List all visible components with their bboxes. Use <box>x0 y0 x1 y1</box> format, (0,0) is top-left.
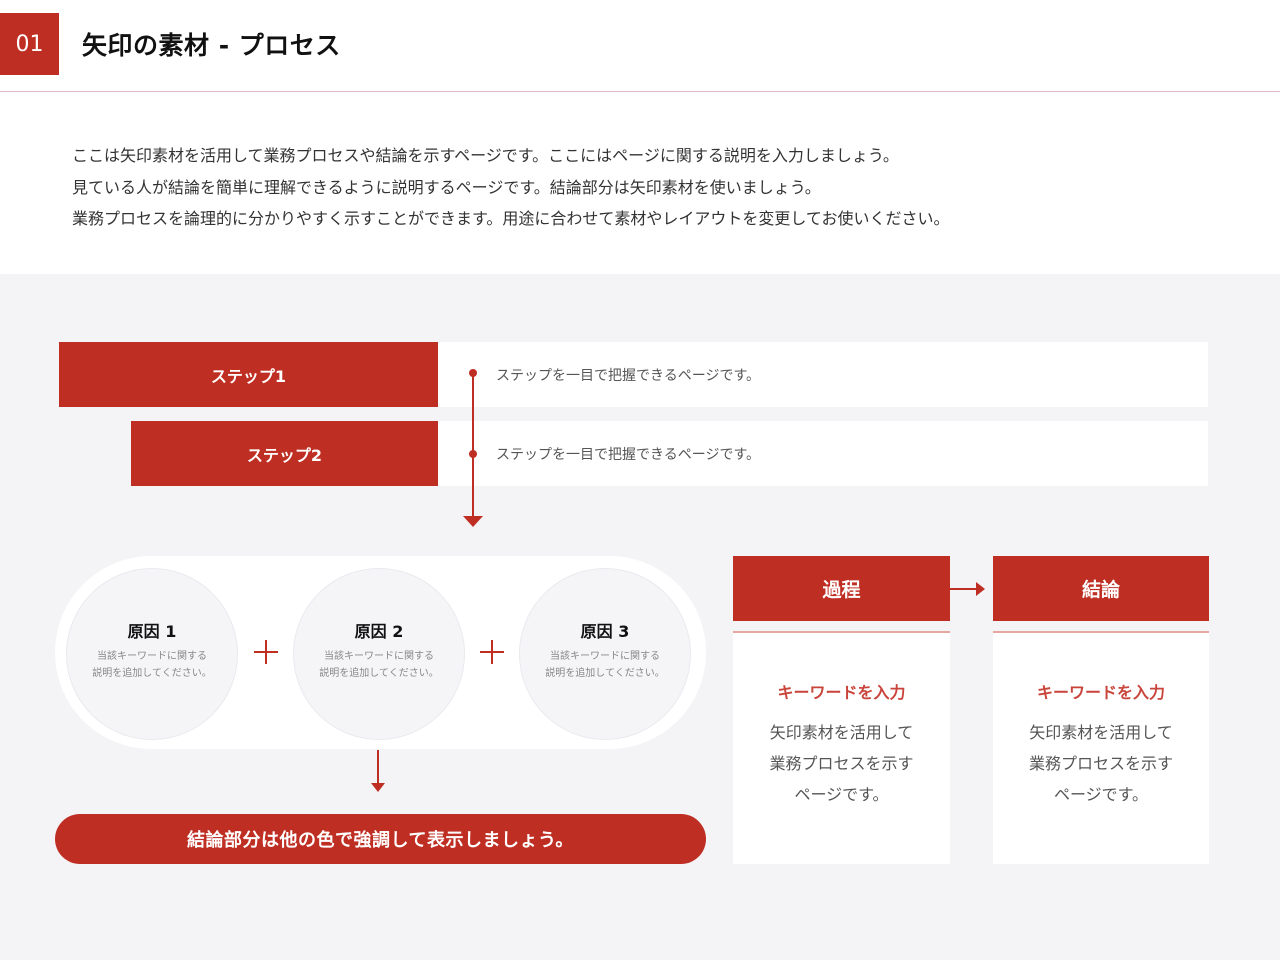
phase-conclusion-keyword: キーワードを入力 <box>1036 683 1165 702</box>
phase-process-heading: 過程 <box>733 556 950 621</box>
cause-desc-line: 説明を追加してください。 <box>319 668 439 679</box>
phase-conclusion-card: キーワードを入力 矢印素材を活用して 業務プロセスを示す ページです。 <box>993 633 1209 864</box>
phase-divider <box>733 631 950 633</box>
intro-line-3: 業務プロセスを論理的に分かりやすく示すことができます。用途に合わせて素材やレイア… <box>72 209 950 228</box>
arrow-down-icon <box>371 783 385 792</box>
step-2-label: ステップ2 <box>131 421 438 486</box>
intro-text: ここは矢印素材を活用して業務プロセスや結論を示すページです。ここにはページに関す… <box>72 140 949 235</box>
section-number-badge: 01 <box>0 13 59 75</box>
cause-desc-line: 説明を追加してください。 <box>92 668 212 679</box>
cause-1-title: 原因 1 <box>127 622 177 641</box>
timeline-dot-icon <box>469 369 477 377</box>
step-1-label: ステップ1 <box>59 342 438 407</box>
conclusion-banner: 結論部分は他の色で強調して表示しましょう。 <box>55 814 706 864</box>
arrow-down-icon <box>463 516 483 527</box>
phase-divider <box>993 631 1209 633</box>
phase-text-line: 矢印素材を活用して <box>1029 723 1173 742</box>
phase-process-card: キーワードを入力 矢印素材を活用して 業務プロセスを示す ページです。 <box>733 633 950 864</box>
plus-icon <box>254 640 278 664</box>
cause-1-desc: 当該キーワードに関する 説明を追加してください。 <box>92 648 211 682</box>
phase-process-text: 矢印素材を活用して 業務プロセスを示す ページです。 <box>769 717 913 810</box>
step-1-description: ステップを一目で把握できるページです。 <box>438 342 1208 407</box>
header-area: 01 矢印の素材 - プロセス ここは矢印素材を活用して業務プロセスや結論を示す… <box>0 0 1280 274</box>
phase-conclusion-text: 矢印素材を活用して 業務プロセスを示す ページです。 <box>1029 717 1173 810</box>
cause-3-title: 原因 3 <box>580 622 630 641</box>
phase-text-line: 矢印素材を活用して <box>769 723 914 742</box>
phase-text-line: ページです。 <box>794 785 889 804</box>
step-2-description: ステップを一目で把握できるページです。 <box>438 421 1208 486</box>
phase-arrow-line <box>950 588 980 590</box>
cause-2-circle: 原因 2 当該キーワードに関する 説明を追加してください。 <box>293 568 465 740</box>
cause-3-desc: 当該キーワードに関する 説明を追加してください。 <box>545 648 664 682</box>
cause-2-desc: 当該キーワードに関する 説明を追加してください。 <box>319 648 438 682</box>
page-title: 矢印の素材 - プロセス <box>82 31 341 60</box>
timeline-connector <box>472 373 474 518</box>
phase-text-line: ページです。 <box>1053 785 1149 804</box>
cause-3-circle: 原因 3 当該キーワードに関する 説明を追加してください。 <box>519 568 691 740</box>
header-divider <box>0 91 1280 92</box>
phase-conclusion-heading: 結論 <box>993 556 1209 621</box>
plus-icon <box>480 640 504 664</box>
timeline-dot-icon <box>469 450 477 458</box>
cause-1-circle: 原因 1 当該キーワードに関する 説明を追加してください。 <box>66 568 238 740</box>
arrow-right-icon <box>976 582 985 596</box>
cause-desc-line: 当該キーワードに関する <box>324 651 434 662</box>
conclusion-arrow-line <box>377 750 379 783</box>
phase-process-keyword: キーワードを入力 <box>777 683 906 702</box>
cause-desc-line: 当該キーワードに関する <box>550 651 660 662</box>
phase-text-line: 業務プロセスを示す <box>1028 754 1173 773</box>
cause-desc-line: 説明を追加してください。 <box>545 668 665 679</box>
cause-2-title: 原因 2 <box>354 622 404 641</box>
intro-line-1: ここは矢印素材を活用して業務プロセスや結論を示すページです。ここにはページに関す… <box>72 146 899 165</box>
cause-desc-line: 当該キーワードに関する <box>97 651 207 662</box>
intro-line-2: 見ている人が結論を簡単に理解できるように説明するページです。結論部分は矢印素材を… <box>72 177 821 197</box>
phase-text-line: 業務プロセスを示す <box>769 754 914 773</box>
